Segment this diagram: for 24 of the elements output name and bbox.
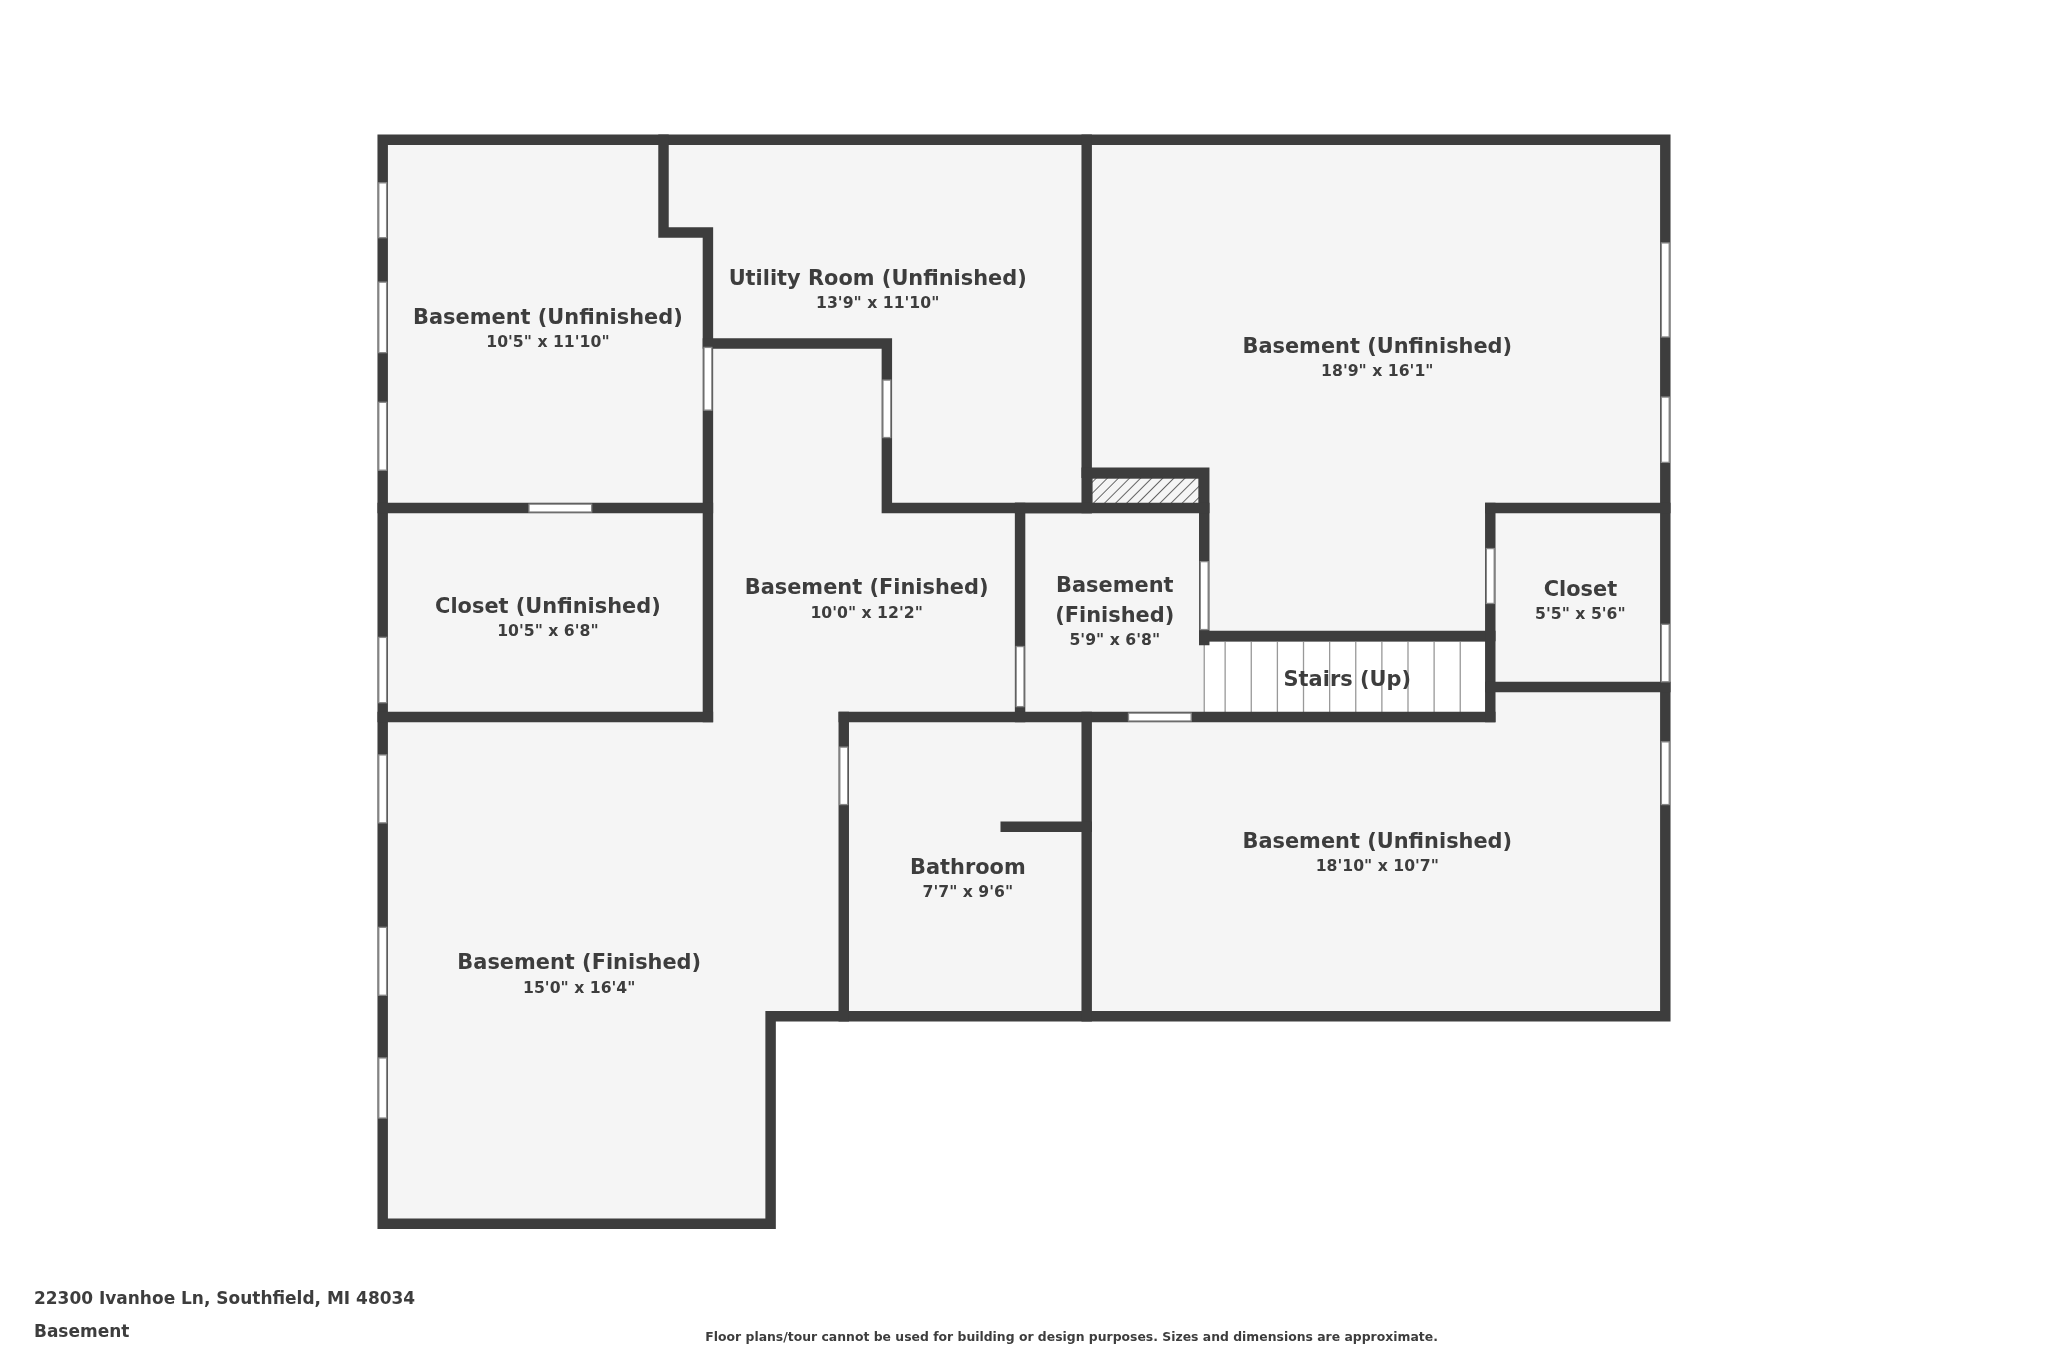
room-dimensions: 5'5" x 5'6" [1535, 603, 1626, 624]
room-dimensions: 15'0" x 16'4" [523, 976, 636, 998]
room-dimensions: 10'5" x 6'8" [497, 620, 599, 641]
room-dimensions: 18'10" x 10'7" [1315, 855, 1439, 876]
room-dimensions: 13'9" x 11'10" [816, 292, 940, 313]
room-name: Basement (Unfinished) [1242, 331, 1513, 360]
room-name: Stairs (Up) [1283, 665, 1411, 693]
room-name: Basement (Finished) [457, 947, 702, 976]
floor-name: Basement [33, 1321, 130, 1342]
room-dimensions: 10'5" x 11'10" [486, 331, 610, 352]
room-name: Basement (Unfinished) [413, 302, 683, 331]
room-name: Basement (Finished) [744, 573, 989, 601]
room-dimensions: 10'0" x 12'2" [810, 601, 923, 623]
room-name: Closet [1543, 574, 1618, 603]
room-name: Closet (Unfinished) [435, 591, 661, 620]
disclaimer-note: Floor plans/tour cannot be used for building or design purposes. Sizes and dimensions are approximate. [705, 1329, 1438, 1344]
room-name: Basement (Finished) [1054, 571, 1176, 629]
room-dimensions: 18'9" x 16'1" [1321, 360, 1434, 381]
room-dimensions: 7'7" x 9'6" [922, 881, 1014, 902]
room-name: Basement (Unfinished) [1242, 826, 1513, 855]
room-name: Bathroom [910, 852, 1026, 881]
address-text: 22300 Ivanhoe Ln, Southfield, MI 48034 [33, 1287, 416, 1308]
room-dimensions: 5'9" x 6'8" [1069, 629, 1161, 651]
room-name: Utility Room (Unfinished) [728, 263, 1027, 292]
